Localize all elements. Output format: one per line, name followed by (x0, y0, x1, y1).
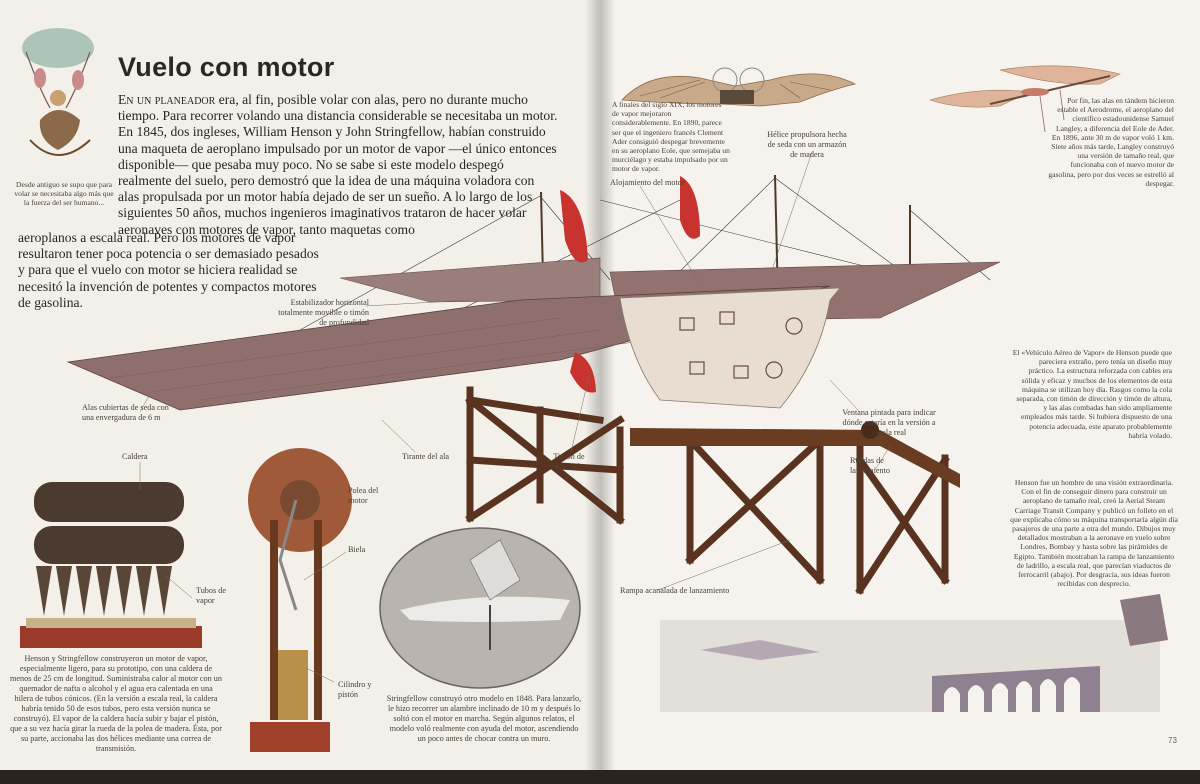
page-number: 73 (1168, 736, 1177, 745)
label-tirante: Tirante del ala (402, 452, 449, 461)
bottom-strip (0, 770, 1200, 784)
stringfellow-photo (379, 527, 581, 689)
label-alojamiento-motor: Alojamiento del motor (610, 178, 685, 187)
caption-engine: Henson y Stringfellow construyeron un mo… (10, 654, 222, 753)
label-helice: Hélice propulsora hecha de seda con un a… (767, 130, 847, 159)
label-rampa: Rampa acanalada de lanzamiento (620, 586, 730, 595)
caption-aerodrome: Por fin, las alas en tándem hicieron est… (1048, 96, 1174, 188)
lead-initial: En un planeador (118, 92, 216, 107)
label-polea: Polea del motor (348, 486, 379, 505)
page-title: Vuelo con motor (118, 52, 335, 82)
label-ventana: Ventana pintada para indicar dónde estar… (842, 408, 936, 437)
lead-paragraph: En un planeador era, al fin, posible vol… (118, 92, 558, 238)
caption-balloon: Desde antiguo se supo que para volar se … (14, 180, 114, 208)
aerodrome-illustration (928, 65, 1121, 133)
lead-body: era, al fin, posible volar con alas, per… (118, 92, 558, 237)
caption-henson-vision: Henson fue un hombre de una visión extra… (1010, 478, 1178, 589)
label-alas-seda: Alas cubiertas de seda con una envergadu… (82, 403, 169, 422)
eole-illustration (621, 67, 857, 107)
caption-stringfellow: Stringfellow construyó otro modelo en 18… (386, 694, 582, 743)
viaduct-illustration (660, 594, 1168, 712)
henson-flyer-illustration (66, 174, 1001, 595)
label-caldera: Caldera (122, 452, 148, 461)
label-estabilizador: Estabilizador horizontal totalmente movi… (278, 298, 369, 327)
label-biela: Biela (348, 545, 366, 554)
caption-eole: A finales del siglo XIX, los motores de … (612, 100, 730, 174)
lead-paragraph-continued: aeroplanos a escala real. Pero los motor… (18, 230, 319, 310)
boiler-illustration (20, 482, 202, 648)
balloon-illustration (22, 28, 94, 156)
label-ruedas: Ruedas de lanzamiento (850, 456, 891, 475)
engine-illustration (248, 448, 352, 752)
label-cilindro: Cilindro y pistón (338, 680, 372, 699)
label-timon: Timón de dirección (553, 452, 585, 471)
caption-henson-vehicle: El «Vehículo Aéreo de Vapor» de Henson p… (1012, 348, 1172, 440)
label-tubos: Tubos de vapor (196, 586, 226, 605)
